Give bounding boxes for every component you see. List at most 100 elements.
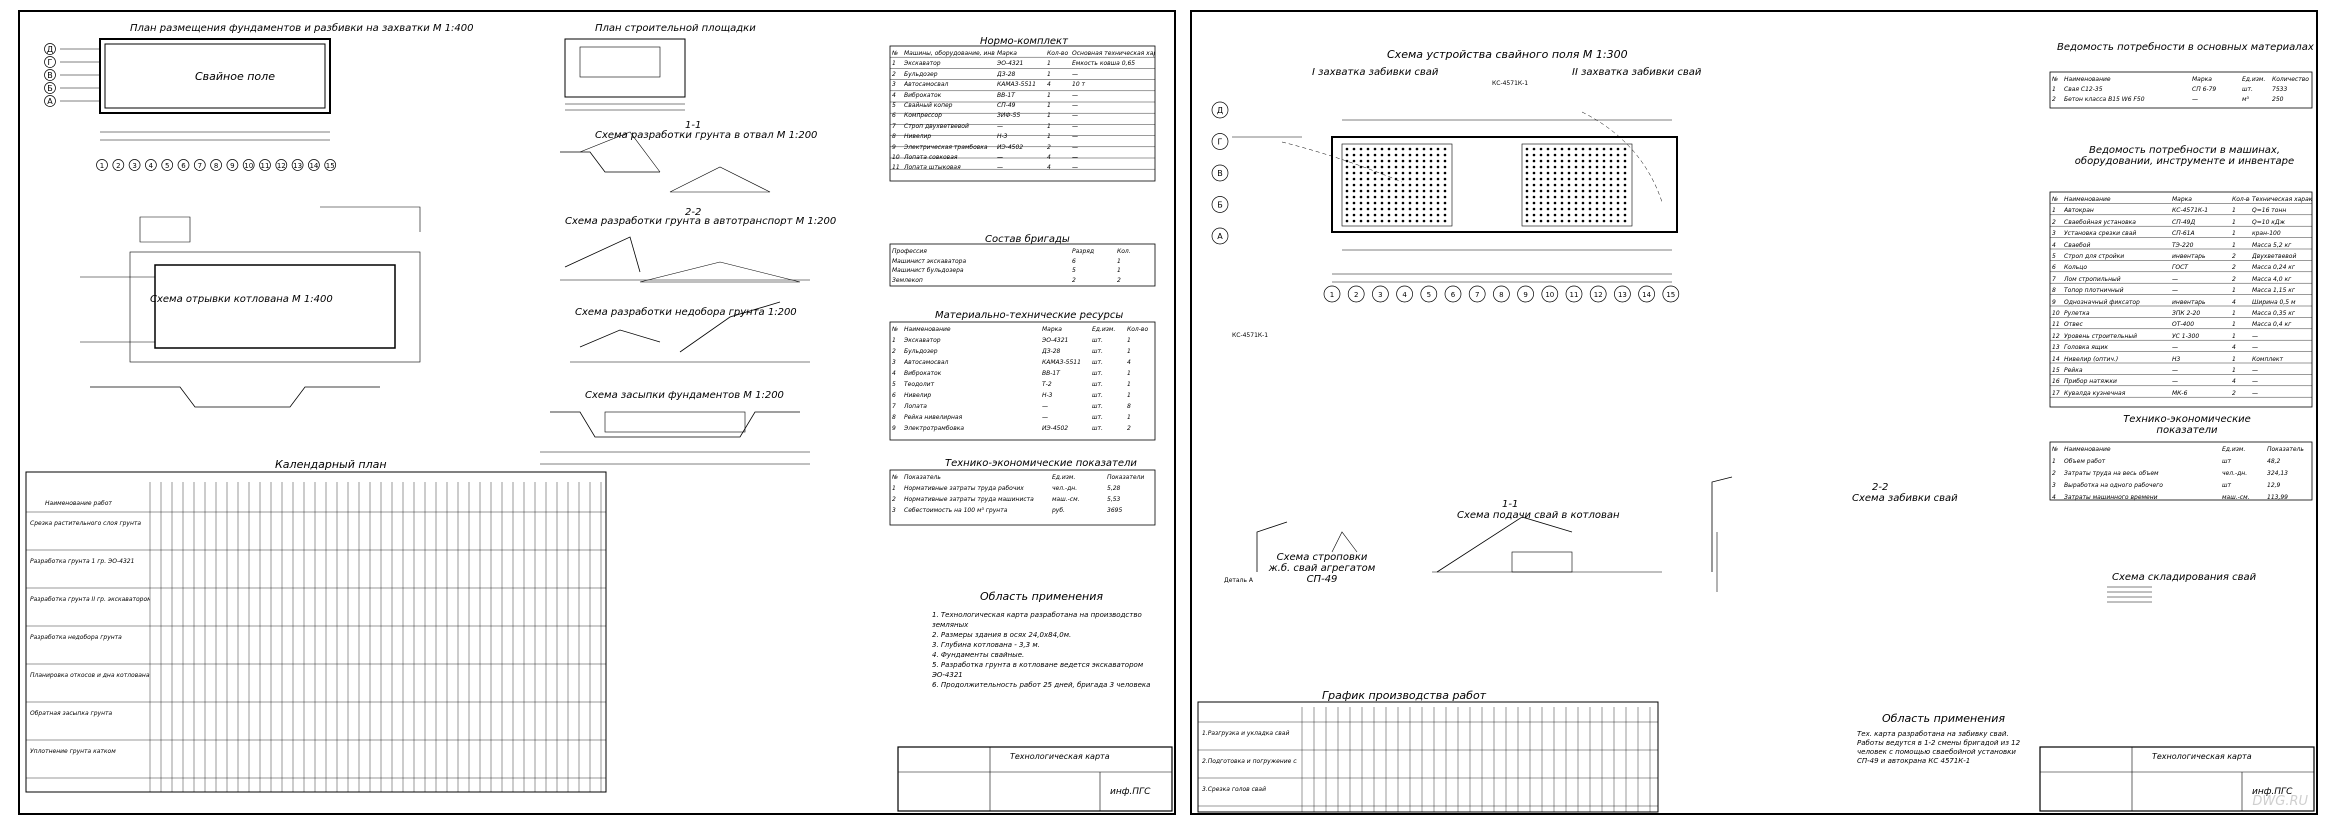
tep-right-header-cell: Ед.изм. [2222, 446, 2246, 453]
norm-set-cell: 1 [1047, 60, 1051, 68]
norm-set-cell: 1 [1047, 70, 1051, 78]
norm-set-cell: 4 [1047, 154, 1051, 161]
norm-set-cell: Свайный копер [904, 102, 953, 109]
axis-number-5: 5 [1427, 291, 1431, 299]
norm-set-cell: Н-3 [997, 133, 1008, 141]
machines-cell: Топор плотничный [2064, 287, 2124, 295]
materials-cell: шт. [2242, 86, 2253, 93]
resources-cell: КАМАЗ-5511 [1042, 359, 1081, 366]
schedule-title: График производства работ [1322, 689, 1487, 702]
resources-cell: 6 [892, 392, 896, 399]
axis-number-9: 9 [230, 162, 234, 170]
resources-cell: 1 [1127, 392, 1131, 399]
calendar-row-label: Обратная засыпка грунта [30, 710, 113, 717]
norm-set-cell: 4 [1047, 81, 1051, 89]
axis-number-6: 6 [1451, 291, 1456, 299]
machines-cell: 11 [2052, 321, 2060, 329]
tep-left-cell: руб. [1052, 507, 1065, 514]
machines-cell: Масса 0,35 кг [2252, 310, 2296, 317]
tep-left-cell: 2 [892, 496, 896, 503]
machines-cell: УС 1-300 [2172, 332, 2200, 340]
norm-set-cell: 6 [892, 112, 896, 120]
machines-cell: — [2172, 344, 2178, 352]
storage-scheme-title: Схема складирования свай [2112, 572, 2257, 583]
machines-cell: КС-4571К-1 [2172, 207, 2209, 215]
axis-number-8: 8 [214, 162, 218, 170]
resources-header-cell: № [892, 326, 899, 333]
resources-cell: 2 [1127, 425, 1131, 432]
machines-cell: СП-49Д [2172, 218, 2196, 226]
materials-cell: СП 6-79 [2192, 86, 2217, 93]
sling-title: Схема строповки ж.б. свай агрегатом СП-4… [1268, 552, 1376, 585]
stamp-title-right: Технологическая карта [2152, 752, 2252, 761]
norm-set-header-cell: Марка [997, 50, 1017, 57]
machines-cell: Лом стропильный [2064, 275, 2121, 283]
axis-number-8: 8 [1499, 291, 1503, 299]
machines-cell: Сваебойная установка [2064, 218, 2136, 226]
resources-cell: Рейка нивелирная [904, 414, 963, 421]
axis-number-12: 12 [277, 162, 286, 170]
norm-set-cell: Строп двухветвевой [904, 122, 969, 130]
axis-number-15: 15 [326, 162, 335, 170]
machines-cell: Кувалда кузнечная [2064, 389, 2126, 397]
machines-cell: МК-6 [2172, 389, 2188, 397]
pile-field-scheme-title: Схема устройства свайного поля М 1:300 [1387, 48, 1628, 61]
tep-left-cell: чел.-дн. [1052, 485, 1078, 492]
grab-1-label: I захватка забивки свай [1312, 67, 1439, 78]
machines-cell: — [2172, 378, 2178, 386]
schedule-row-label: 2.Подготовка и погружение свай [1202, 758, 1297, 765]
norm-set-header-cell: Кол-во [1047, 50, 1069, 57]
machines-cell: 2 [2232, 253, 2236, 260]
stamp-code-right: инф.ПГС [2252, 787, 2293, 797]
tep-right-cell: Затраты машинного времени [2064, 494, 2158, 501]
norm-set-cell: Автосамосвал [904, 81, 949, 89]
axis-number-5: 5 [165, 162, 169, 170]
machines-cell: 1 [2232, 321, 2236, 329]
machines-cell: — [2252, 332, 2258, 340]
tep-right-cell: 4 [2052, 494, 2056, 501]
calendar-plan-title: Календарный план [275, 458, 387, 471]
machines-cell: Комплект [2252, 355, 2284, 363]
norm-set-cell: — [1072, 143, 1078, 151]
axis-label-А: А [1217, 232, 1223, 241]
machines-cell: Автокран [2064, 207, 2094, 215]
axis-label-Б: Б [47, 84, 53, 93]
tep-right-cell: шт [2222, 482, 2231, 489]
machines-cell: Рейка [2064, 367, 2083, 374]
tep-title-right: Технико-экономические показатели [2123, 414, 2251, 436]
machines-cell: Масса 5,2 кг [2252, 241, 2292, 249]
tep-right-cell: 324,13 [2267, 470, 2288, 477]
tep-left-cell: Нормативные затраты труда машиниста [904, 496, 1034, 503]
machines-cell: 14 [2052, 355, 2060, 363]
tep-right-cell: маш.-см. [2222, 494, 2250, 501]
drive-scheme-title: Схема забивки свай [1852, 493, 1958, 504]
machines-cell: 4 [2232, 344, 2236, 352]
norm-set-cell: Ёмкость ковша 0,65 [1072, 60, 1136, 68]
axis-label-Д: Д [1217, 106, 1223, 115]
machines-cell: Н3 [2172, 355, 2181, 363]
materials-cell: м³ [2242, 96, 2249, 103]
resources-cell: 9 [892, 425, 896, 432]
resources-cell: — [1042, 403, 1048, 410]
axis-label-Г: Г [48, 58, 53, 67]
norm-set-cell: Бульдозер [904, 70, 938, 78]
norm-set-cell: 1 [1047, 91, 1051, 99]
axis-number-10: 10 [244, 162, 253, 170]
excavation-scheme-title: Схема отрывки котлована М 1:400 [150, 294, 333, 305]
calendar-row-label: Планировка откосов и дна котлована [30, 672, 150, 679]
norm-set-cell: — [1072, 70, 1078, 78]
tep-right-cell: Затраты труда на весь объем [2064, 470, 2159, 477]
axis-number-7: 7 [198, 162, 202, 170]
scope-line: 3. Глубина котлована - 3,3 м. [932, 641, 1040, 649]
schedule-row-label: 1.Разгрузка и укладка свай [1202, 730, 1290, 737]
resources-cell: 7 [892, 403, 896, 410]
norm-set-cell: Лопата штыковая [904, 164, 961, 172]
axis-label-Г: Г [1218, 138, 1223, 147]
norm-set-cell: 1 [1047, 112, 1051, 120]
calendar-row-label: Разработка грунта 1 гр. ЭО-4321 [30, 558, 135, 565]
resources-cell: шт. [1092, 370, 1103, 377]
materials-cell: 250 [2272, 96, 2284, 103]
resources-cell: 2 [892, 348, 896, 355]
tep-right-cell: чел.-дн. [2222, 470, 2248, 477]
calendar-row-label: Разработка недобора грунта [30, 634, 122, 641]
